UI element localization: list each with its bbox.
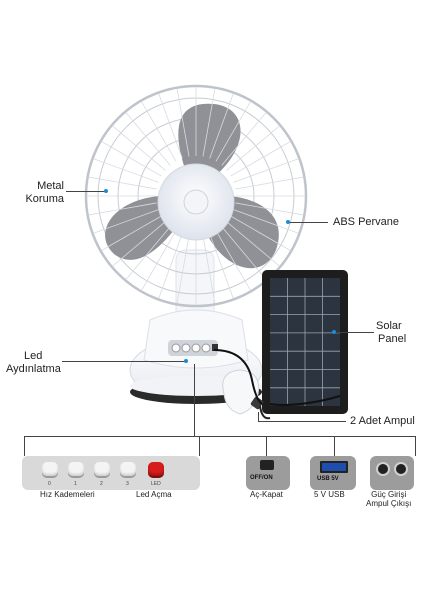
- power-jack-1: [376, 462, 390, 476]
- caption-guc-girisi: Güç Girişi Ampul Çıkışı: [366, 490, 412, 508]
- cables: [213, 349, 341, 406]
- switch-text: OFF/ON: [250, 475, 273, 481]
- power-jack-2: [394, 462, 408, 476]
- callout-solar-dot: [332, 330, 336, 334]
- speed-button-2: [94, 462, 110, 476]
- bracket-tick-5: [415, 436, 416, 456]
- label-solar-panel: Solar Panel: [376, 320, 407, 345]
- callout-ampul-line: [258, 421, 346, 422]
- num-1: 1: [74, 481, 77, 487]
- caption-ac-kapat: Aç-Kapat: [250, 490, 283, 499]
- bracket-tick-1: [24, 436, 25, 456]
- callout-ampul-drop: [258, 412, 259, 422]
- switch-knob: [260, 460, 274, 470]
- callout-metal-line: [66, 191, 106, 192]
- usb-text: USB 5V: [317, 476, 339, 482]
- solar-panel: [262, 270, 348, 414]
- fan-cage-wires: [87, 87, 305, 305]
- caption-led-acma: Led Açma: [136, 490, 172, 499]
- num-2: 2: [100, 481, 103, 487]
- callout-metal-dot: [104, 189, 108, 193]
- label-ampul: 2 Adet Ampul: [350, 415, 415, 427]
- thumb-power-input: [370, 456, 414, 490]
- bracket-tick-2: [199, 436, 200, 456]
- led-button: [148, 462, 164, 476]
- bracket-tick-4: [334, 436, 335, 456]
- thumb-usb: USB 5V: [310, 456, 356, 490]
- fan-hub: [157, 163, 235, 241]
- speed-button-0: [42, 462, 58, 476]
- speed-button-1: [68, 462, 84, 476]
- caption-usb: 5 V USB: [314, 490, 345, 499]
- bulb: [222, 369, 271, 420]
- base-buttons: [168, 340, 218, 356]
- label-abs-pervane: ABS Pervane: [333, 216, 400, 228]
- num-0: 0: [48, 481, 51, 487]
- callout-abs-dot: [286, 220, 290, 224]
- thumb-switch: OFF/ON: [246, 456, 290, 490]
- speed-button-3: [120, 462, 136, 476]
- label-led-aydinlatma: Led Aydınlatma: [6, 350, 61, 375]
- bracket-vertical: [194, 364, 195, 436]
- caption-hiz-kademeleri: Hız Kademeleri: [40, 490, 95, 499]
- callout-abs-line: [288, 222, 328, 223]
- bracket-tick-3: [266, 436, 267, 456]
- usb-port: [320, 461, 348, 473]
- callout-led-dot: [184, 359, 188, 363]
- label-metal-koruma: Metal Koruma: [25, 180, 64, 205]
- thumb-speed-buttons: 0 1 2 3 LED: [22, 456, 200, 490]
- num-led: LED: [151, 481, 161, 487]
- callout-solar-line: [334, 332, 374, 333]
- bracket-horizontal: [24, 436, 416, 437]
- callout-led-line: [62, 361, 186, 362]
- num-3: 3: [126, 481, 129, 487]
